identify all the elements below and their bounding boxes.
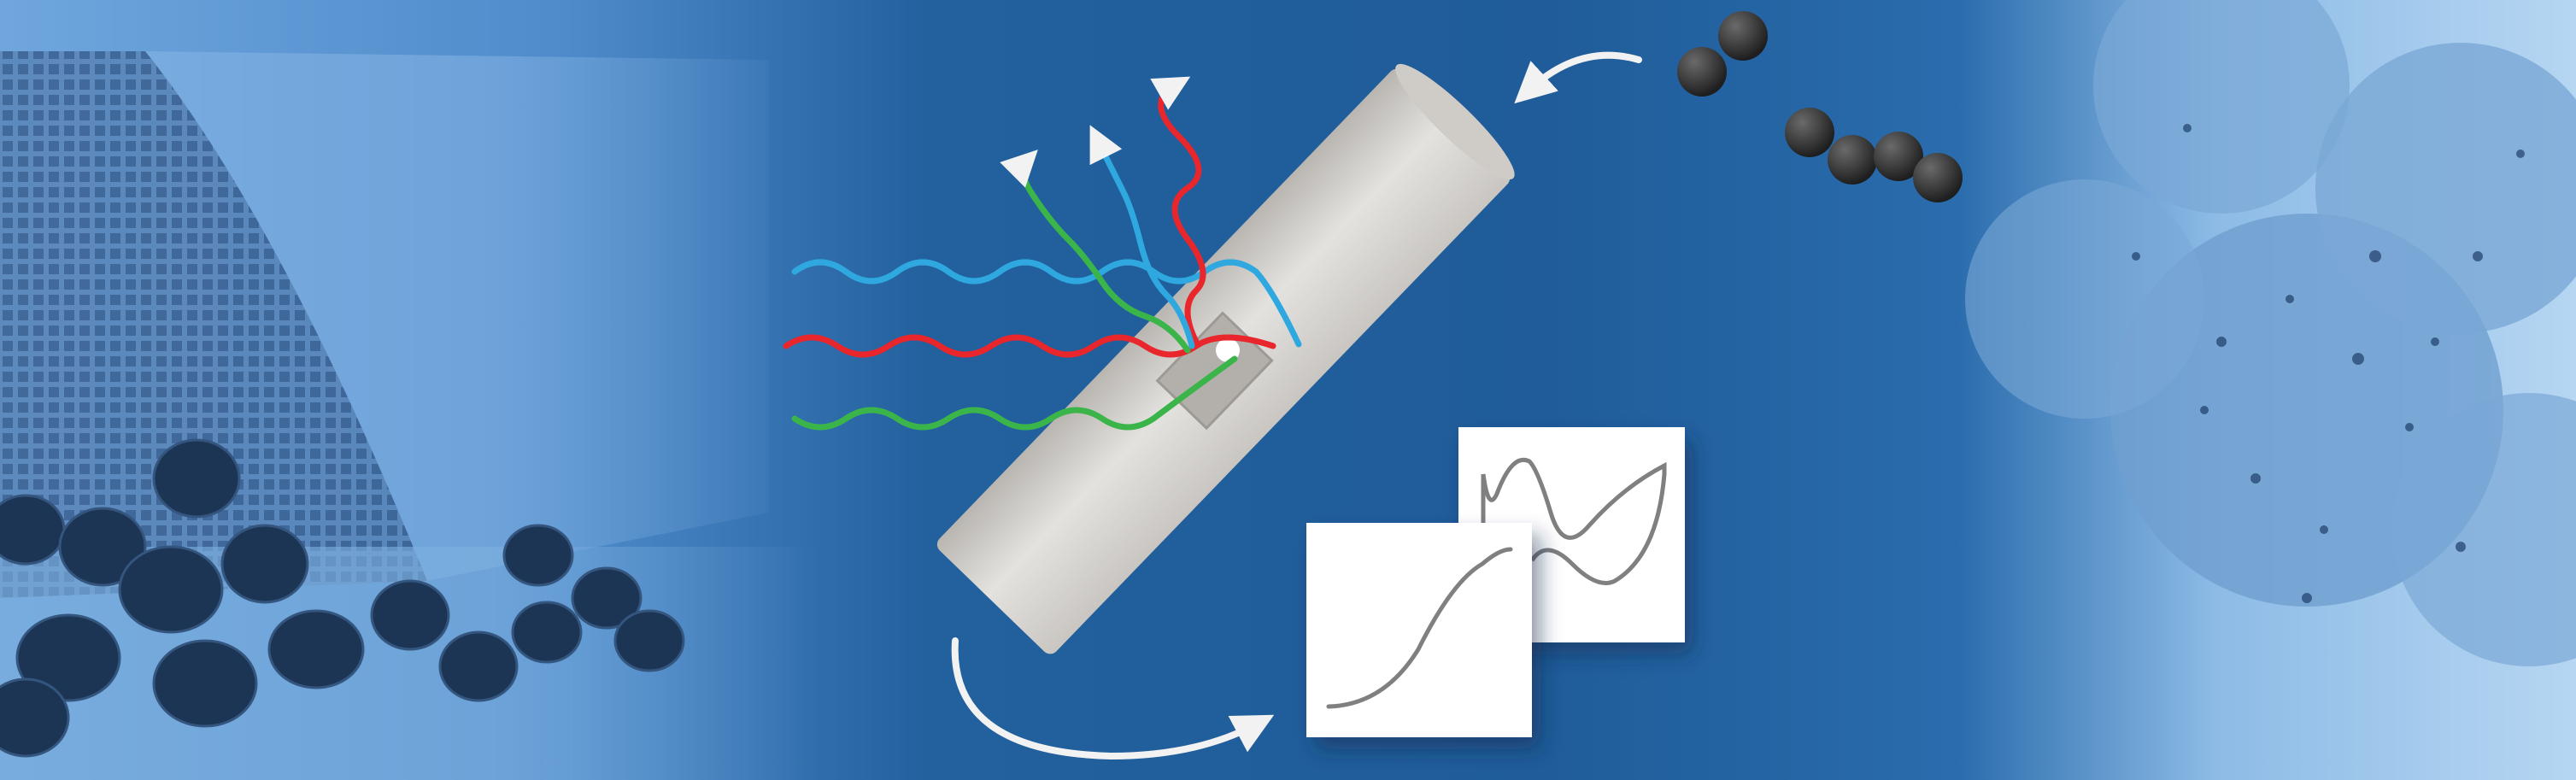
outgoing-green-wave [1000, 150, 1191, 354]
outgoing-blue-wave [1089, 125, 1195, 349]
catalyst-pellets-photo [0, 438, 685, 758]
incoming-green-wave [791, 355, 1238, 431]
outgoing-red-wave [1150, 76, 1206, 345]
molecule-spheres [1677, 11, 1963, 202]
incoming-blue-wave [791, 259, 1302, 348]
plot-card-front [1306, 523, 1532, 737]
light-waves [783, 76, 1302, 431]
honeycomb-monolith-photo [0, 51, 820, 780]
curved-arrow-icon [1514, 51, 1642, 104]
tem-micrograph [1965, 0, 2576, 666]
incoming-red-wave [783, 334, 1276, 358]
curved-arrow-icon [951, 637, 1275, 760]
